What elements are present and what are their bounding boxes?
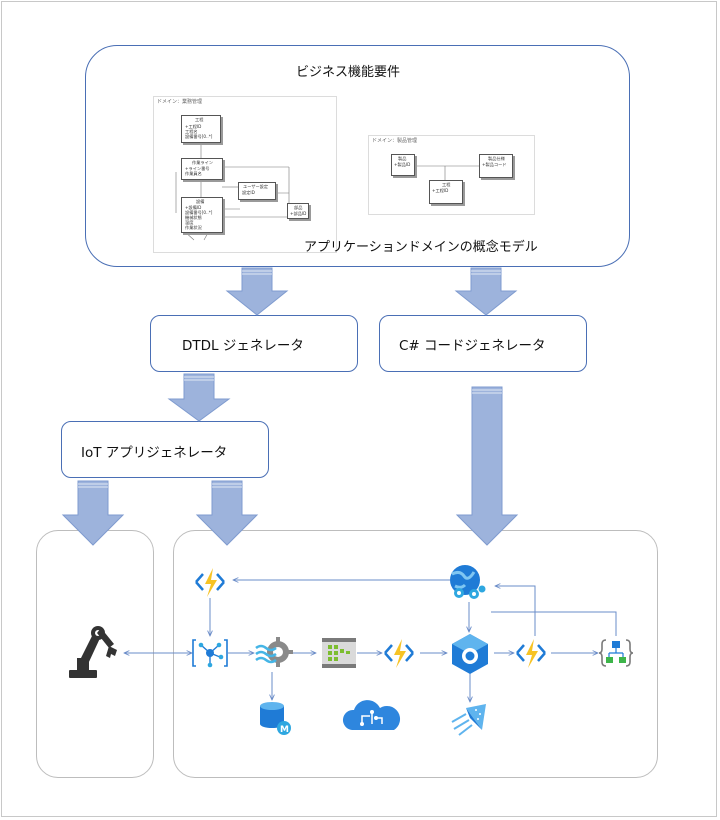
uml-class-product-process-attr: +工程ID xyxy=(432,188,449,193)
azure-time-series-insights-icon: M xyxy=(260,702,291,735)
uml-class-equipment: 設備 +設備ID 設備番号[0..*] 機械状態 温度 作業状況 xyxy=(181,197,223,233)
azure-logic-apps-icon xyxy=(598,639,634,667)
uml-class-process-attr: 設備番号[0..*] xyxy=(185,134,213,139)
uml-class-equipment-attr: 温度 xyxy=(185,220,194,225)
uml-diagram-product-title: ドメイン：製品管理 xyxy=(372,138,418,144)
uml-class-product-process-name: 工程 xyxy=(442,182,451,187)
svg-text:M: M xyxy=(280,725,289,735)
uml-class-user-settings-attr: 設定ID xyxy=(242,190,255,195)
azure-iot-hub-icon xyxy=(192,639,228,668)
uml-class-equipment-attr: 設備番号[0..*] xyxy=(185,210,213,215)
uml-class-parts: 部品 +部品ID xyxy=(287,203,309,219)
csharp-generator-label: C# コードジェネレータ xyxy=(399,338,546,354)
iot-generator-label: IoT アプリジェネレータ xyxy=(81,445,228,461)
conceptual-model-caption: アプリケーションドメインの概念モデル xyxy=(304,240,538,255)
uml-class-equipment-name: 設備 xyxy=(196,199,205,204)
uml-class-product-attr: +製品ID xyxy=(394,162,411,167)
uml-class-parts-attr: +部品ID xyxy=(290,211,307,216)
csharp-generator-box xyxy=(379,315,587,372)
uml-class-workline-attr: 作業員名 xyxy=(185,171,202,176)
dtdl-generator-box xyxy=(150,315,358,372)
business-requirements-title: ビジネス機能要件 xyxy=(296,65,401,80)
uml-class-product-spec-attr: +製品コード xyxy=(482,162,507,167)
block-arrow-csharp-to-cloud xyxy=(455,386,519,546)
uml-class-equipment-attr: 作業状況 xyxy=(185,225,202,230)
uml-class-equipment-attr: +設備ID xyxy=(185,205,202,210)
uml-class-process-name: 工程 xyxy=(195,117,204,122)
azure-functions-icon-2 xyxy=(384,639,414,668)
block-arrow-dtdl-to-iot xyxy=(167,373,231,422)
azure-event-hub-icon xyxy=(322,638,356,668)
uml-class-product-spec-name: 製品仕様 xyxy=(488,156,505,161)
industrial-robot-arm-icon xyxy=(69,626,117,678)
block-arrow-requirements-to-csharp xyxy=(454,267,518,316)
azure-web-app-icon xyxy=(450,565,486,599)
uml-class-product-name: 製品 xyxy=(398,156,407,161)
azure-stream-analytics-icon xyxy=(255,637,293,667)
uml-class-process-attr: +工程ID xyxy=(185,124,202,129)
uml-class-parts-name: 部品 xyxy=(294,205,303,210)
uml-class-equipment-attr: 機械状態 xyxy=(185,215,202,220)
uml-product-connectors xyxy=(415,165,479,180)
azure-functions-icon-1 xyxy=(195,568,225,597)
uml-diagram-business: ドメイン：業務管理 工程 +工程ID 工程名 設備番号[0..*] 作業ライン … xyxy=(153,96,337,253)
uml-class-product: 製品 +製品ID xyxy=(391,154,415,176)
uml-class-process: 工程 +工程ID 工程名 設備番号[0..*] xyxy=(181,115,221,143)
uml-diagram-product: ドメイン：製品管理 製品 +製品ID 製品仕様 +製品コード 工程 +工程ID xyxy=(368,135,535,215)
block-arrow-requirements-to-dtdl xyxy=(225,267,289,316)
uml-diagram-business-title: ドメイン：業務管理 xyxy=(157,99,203,105)
uml-class-workline-name: 作業ライン xyxy=(192,160,213,165)
block-arrow-iot-to-device xyxy=(61,480,125,546)
iot-generator-box xyxy=(61,421,269,478)
azure-signalr-icon xyxy=(451,704,486,736)
uml-business-connectors xyxy=(175,143,290,241)
azure-digital-twins-icon xyxy=(452,634,488,674)
uml-class-user-settings: ユーザー設定 設定ID xyxy=(238,182,276,200)
uml-class-product-spec: 製品仕様 +製品コード xyxy=(479,154,513,178)
uml-class-workline-attr: +ライン番号 xyxy=(185,166,210,171)
uml-class-process-attr: 工程名 xyxy=(185,129,198,134)
uml-class-user-settings-name: ユーザー設定 xyxy=(243,184,269,189)
block-arrow-iot-to-cloud xyxy=(195,480,259,546)
azure-iot-central-icon xyxy=(342,700,401,730)
uml-class-product-process: 工程 +工程ID xyxy=(429,180,463,204)
dtdl-generator-label: DTDL ジェネレータ xyxy=(182,338,304,354)
uml-class-workline: 作業ライン +ライン番号 作業員名 xyxy=(181,158,223,180)
azure-functions-icon-3 xyxy=(516,639,546,668)
